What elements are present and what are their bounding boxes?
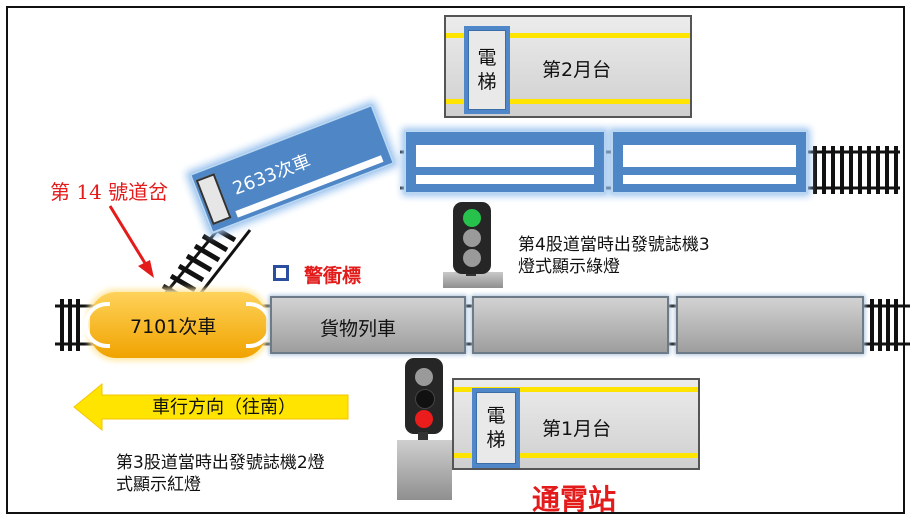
freight-car-3 [676, 296, 864, 354]
off-lamp-icon [415, 368, 433, 386]
green-lamp-icon [463, 209, 481, 227]
note-line: 第4股道當時出發號誌機3 [518, 235, 710, 255]
note-line: 燈式顯示綠燈 [518, 257, 620, 277]
signal-track-3-note: 第3股道當時出發號誌機2燈 式顯示紅燈 [116, 452, 325, 496]
switch-pointer-arrow [108, 205, 154, 278]
platform-2-elevator: 電梯 [464, 26, 510, 114]
dark-lamp-icon [415, 389, 435, 409]
switch-14-label: 第 14 號道岔 [50, 180, 169, 204]
freight-car-2 [472, 296, 669, 354]
platform-1: 電梯 第1月台 [452, 378, 700, 470]
diagram-frame [6, 6, 905, 514]
direction-label: 車行方向（往南） [152, 397, 296, 418]
locomotive-7101: 7101次車 [84, 292, 272, 358]
local-train-car-2: 區間車 [611, 130, 808, 194]
note-line: 第3股道當時出發號誌機2燈 [116, 453, 325, 473]
platform-1-elevator: 電梯 [472, 388, 520, 468]
signal-track-4-note: 第4股道當時出發號誌機3 燈式顯示綠燈 [518, 234, 710, 278]
coupler-icon [84, 302, 110, 348]
platform-1-edge-line [454, 453, 698, 458]
fouling-marker-label: 警衝標 [304, 265, 362, 287]
platform-2-edge-line [446, 33, 690, 38]
platform-1-edge-line [454, 387, 698, 392]
off-lamp-icon [463, 249, 481, 267]
locomotive-7101-label: 7101次車 [130, 316, 217, 338]
platform-2-edge-line [446, 99, 690, 104]
direction-arrow [73, 382, 349, 432]
signal-track-4 [453, 202, 491, 274]
elevator-char: 電 [486, 405, 506, 427]
signal-base [443, 272, 503, 288]
platform-1-label: 第1月台 [542, 418, 612, 440]
red-lamp-icon [415, 410, 433, 428]
freight-car-1: 貨物列車 [270, 296, 466, 354]
local-train-car-1-label: 區間車 [476, 146, 534, 168]
elevator-char: 梯 [486, 429, 506, 451]
station-name: 通霄站 [532, 483, 617, 516]
elevator-char: 電 [477, 47, 497, 69]
platform-2: 電梯 第2月台 [444, 15, 692, 118]
platform-2-label: 第2月台 [542, 59, 612, 81]
signal-pole [418, 432, 428, 442]
local-train-car-1: 區間車 [404, 130, 606, 194]
freight-train-label: 貨物列車 [320, 318, 397, 340]
signal-track-3 [405, 358, 443, 434]
elevator-char: 梯 [477, 71, 497, 93]
signal-base [397, 440, 452, 500]
local-train-car-2-label: 區間車 [680, 146, 738, 168]
note-line: 式顯示紅燈 [116, 475, 201, 495]
off-lamp-icon [463, 229, 481, 247]
fouling-marker-icon [273, 265, 289, 281]
